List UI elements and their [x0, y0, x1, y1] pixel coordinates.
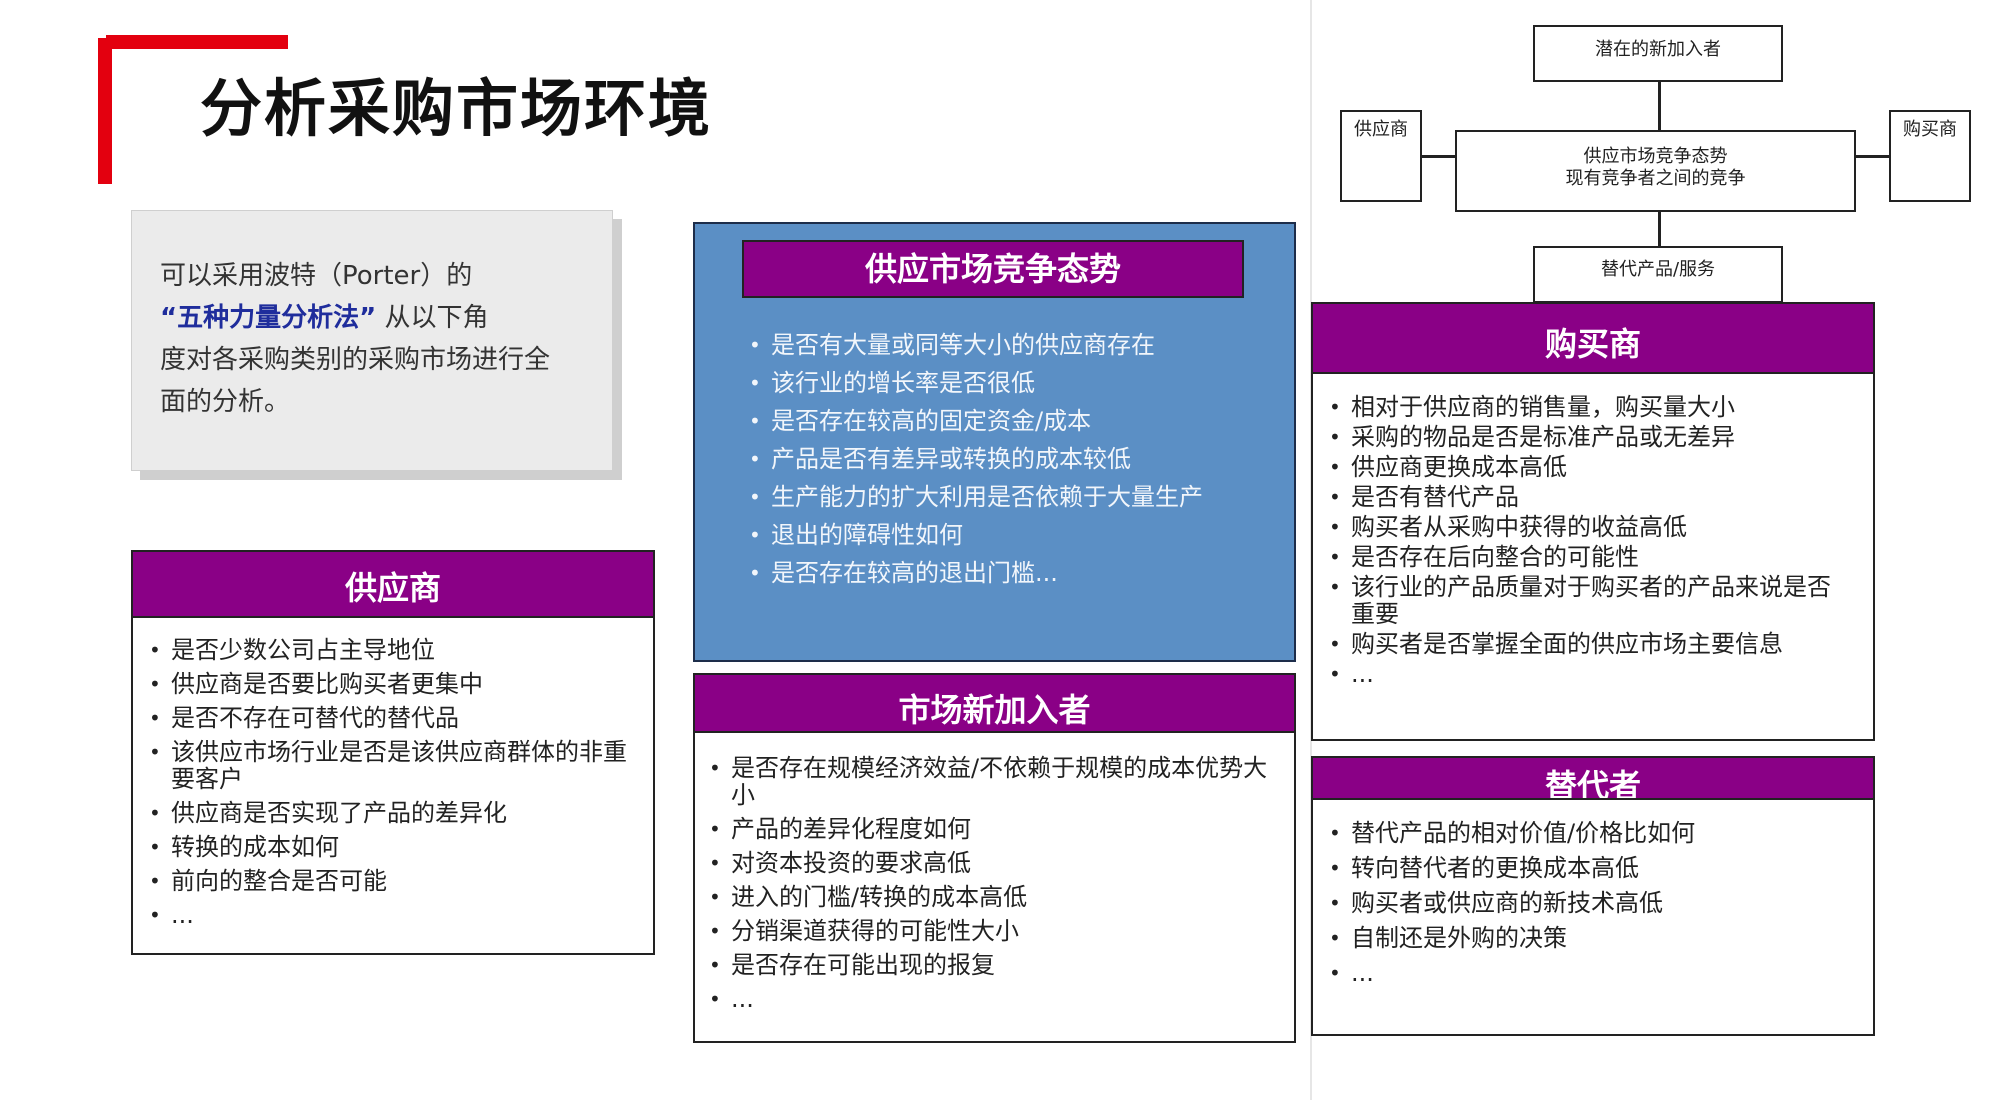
- new-entrants-header: 市场新加入者: [695, 675, 1294, 733]
- list-item: 购买者是否掌握全面的供应市场主要信息: [1329, 631, 1853, 659]
- list-item: 替代产品的相对价值/价格比如何: [1329, 820, 1853, 848]
- substitute-header: 替代者: [1313, 758, 1873, 800]
- diagram-center-line-1: 供应市场竞争态势: [1583, 146, 1728, 167]
- list-item: 该行业的产品质量对于购买者的产品来说是否重要: [1329, 574, 1853, 628]
- list-item: 购买者或供应商的新技术高低: [1329, 890, 1853, 918]
- buyer-list: 相对于供应商的销售量，购买量大小 采购的物品是否是标准产品或无差异 供应商更换成…: [1329, 394, 1853, 691]
- title-accent-bar: [106, 35, 288, 49]
- competition-list: 是否有大量或同等大小的供应商存在 该行业的增长率是否很低 是否存在较高的固定资金…: [749, 330, 1274, 596]
- intro-line-2: “五种力量分析法” 从以下角: [160, 297, 584, 339]
- list-item: 转换的成本如何: [149, 834, 633, 862]
- intro-line-2-rest: 从以下角: [384, 303, 489, 333]
- list-item: 产品是否有差异或转换的成本较低: [749, 444, 1274, 474]
- list-item: 供应商是否实现了产品的差异化: [149, 800, 633, 828]
- diagram-connector-left: [1420, 155, 1455, 158]
- buyer-header: 购买商: [1313, 304, 1873, 374]
- new-entrants-list: 是否存在规模经济效益/不依赖于规模的成本优势大小 产品的差异化程度如何 对资本投…: [709, 755, 1274, 1020]
- list-item: 是否少数公司占主导地位: [149, 637, 633, 665]
- list-item: 转向替代者的更换成本高低: [1329, 855, 1853, 883]
- list-item: ...: [1329, 960, 1853, 988]
- new-entrants-box: 市场新加入者 是否存在规模经济效益/不依赖于规模的成本优势大小 产品的差异化程度…: [693, 673, 1296, 1043]
- list-item: 产品的差异化程度如何: [709, 816, 1274, 844]
- diagram-box-substitute: 替代产品/服务: [1533, 246, 1783, 303]
- list-item: 分销渠道获得的可能性大小: [709, 918, 1274, 946]
- list-item: 是否存在可能出现的报复: [709, 952, 1274, 980]
- list-item: 采购的物品是否是标准产品或无差异: [1329, 424, 1853, 452]
- list-item: 供应商更换成本高低: [1329, 454, 1853, 482]
- substitute-box: 替代者 替代产品的相对价值/价格比如何 转向替代者的更换成本高低 购买者或供应商…: [1311, 756, 1875, 1036]
- title-accent-bar-vertical: [98, 38, 112, 184]
- intro-line-3: 度对各采购类别的采购市场进行全: [160, 345, 551, 375]
- buyer-box: 购买商 相对于供应商的销售量，购买量大小 采购的物品是否是标准产品或无差异 供应…: [1311, 302, 1875, 741]
- diagram-box-supplier: 供应商: [1340, 110, 1422, 202]
- page-title: 分析采购市场环境: [200, 72, 713, 145]
- list-item: 是否存在较高的固定资金/成本: [749, 406, 1274, 436]
- list-item: 是否存在较高的退出门槛...: [749, 558, 1274, 588]
- competition-header: 供应市场竞争态势: [742, 240, 1244, 298]
- supplier-list: 是否少数公司占主导地位 供应商是否要比购买者更集中 是否不存在可替代的替代品 该…: [149, 637, 633, 936]
- intro-box: 可以采用波特（Porter）的 “五种力量分析法” 从以下角 度对各采购类别的采…: [131, 210, 613, 471]
- list-item: 是否存在规模经济效益/不依赖于规模的成本优势大小: [709, 755, 1274, 809]
- intro-highlight: “五种力量分析法”: [160, 303, 377, 333]
- list-item: 自制还是外购的决策: [1329, 925, 1853, 953]
- list-item: 进入的门槛/转换的成本高低: [709, 884, 1274, 912]
- list-item: 是否有大量或同等大小的供应商存在: [749, 330, 1274, 360]
- list-item: 生产能力的扩大利用是否依赖于大量生产: [749, 482, 1274, 512]
- list-item: ...: [149, 902, 633, 930]
- intro-line-4: 面的分析。: [160, 387, 291, 417]
- substitute-list: 替代产品的相对价值/价格比如何 转向替代者的更换成本高低 购买者或供应商的新技术…: [1329, 820, 1853, 995]
- diagram-center-line-2: 现有竞争者之间的竞争: [1565, 168, 1746, 189]
- supplier-box: 供应商 是否少数公司占主导地位 供应商是否要比购买者更集中 是否不存在可替代的替…: [131, 550, 655, 955]
- list-item: 是否有替代产品: [1329, 484, 1853, 512]
- list-item: 退出的障碍性如何: [749, 520, 1274, 550]
- intro-line-1: 可以采用波特（Porter）的: [160, 261, 473, 291]
- list-item: ...: [1329, 661, 1853, 689]
- list-item: 对资本投资的要求高低: [709, 850, 1274, 878]
- list-item: 相对于供应商的销售量，购买量大小: [1329, 394, 1853, 422]
- list-item: 是否存在后向整合的可能性: [1329, 544, 1853, 572]
- list-item: 供应商是否要比购买者更集中: [149, 671, 633, 699]
- list-item: 前向的整合是否可能: [149, 868, 633, 896]
- list-item: 购买者从采购中获得的收益高低: [1329, 514, 1853, 542]
- diagram-box-new-entrants: 潜在的新加入者: [1533, 25, 1783, 82]
- list-item: ...: [709, 986, 1274, 1014]
- diagram-connector-top: [1658, 82, 1661, 132]
- diagram-connector-bottom: [1658, 212, 1661, 248]
- list-item: 该供应市场行业是否是该供应商群体的非重要客户: [149, 739, 633, 793]
- diagram-connector-right: [1856, 155, 1891, 158]
- list-item: 是否不存在可替代的替代品: [149, 705, 633, 733]
- list-item: 该行业的增长率是否很低: [749, 368, 1274, 398]
- diagram-box-buyer: 购买商: [1889, 110, 1971, 202]
- supplier-header: 供应商: [133, 552, 653, 618]
- diagram-box-competition: 供应市场竞争态势 现有竞争者之间的竞争: [1455, 130, 1856, 212]
